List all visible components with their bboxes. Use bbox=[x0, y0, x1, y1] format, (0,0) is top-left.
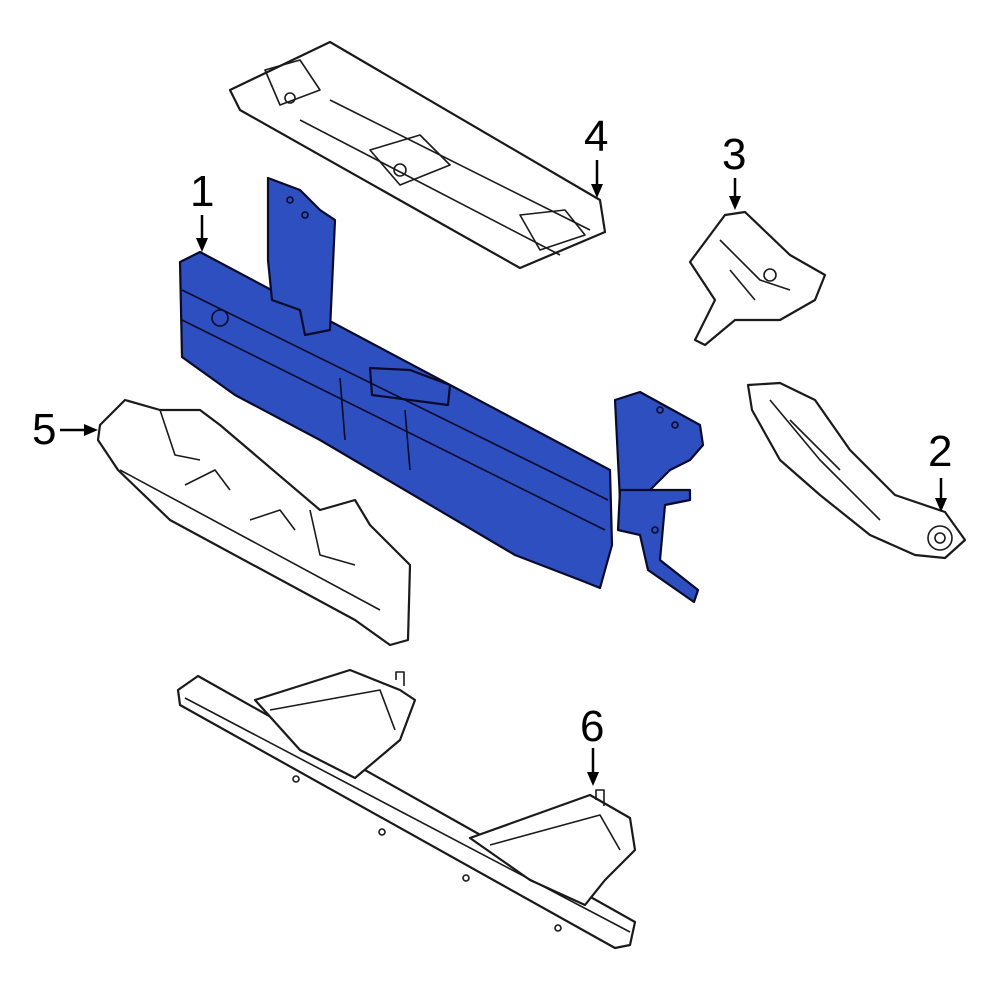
part-6-lower-support-bar[interactable] bbox=[176, 668, 637, 950]
callout-label-1: 1 bbox=[190, 167, 215, 216]
arrow-5 bbox=[60, 424, 98, 436]
callout-arrows bbox=[60, 160, 947, 786]
arrow-2 bbox=[935, 478, 947, 512]
part-1-reinforcement-beam[interactable] bbox=[178, 176, 705, 604]
arrow-6 bbox=[587, 748, 599, 786]
callout-label-4: 4 bbox=[584, 112, 609, 161]
arrow-3 bbox=[729, 178, 741, 210]
callout-label-6: 6 bbox=[580, 702, 605, 751]
callout-label-2: 2 bbox=[928, 427, 953, 476]
part-5-energy-absorber[interactable] bbox=[96, 398, 412, 647]
callout-label-5: 5 bbox=[32, 405, 57, 454]
arrow-4 bbox=[591, 160, 603, 198]
part-4-upper-cover-panel[interactable] bbox=[228, 40, 607, 270]
part-3-left-bracket[interactable] bbox=[688, 210, 827, 347]
arrow-1 bbox=[196, 215, 208, 252]
part-2-right-bracket[interactable] bbox=[746, 381, 967, 560]
callout-label-3: 3 bbox=[722, 130, 747, 179]
